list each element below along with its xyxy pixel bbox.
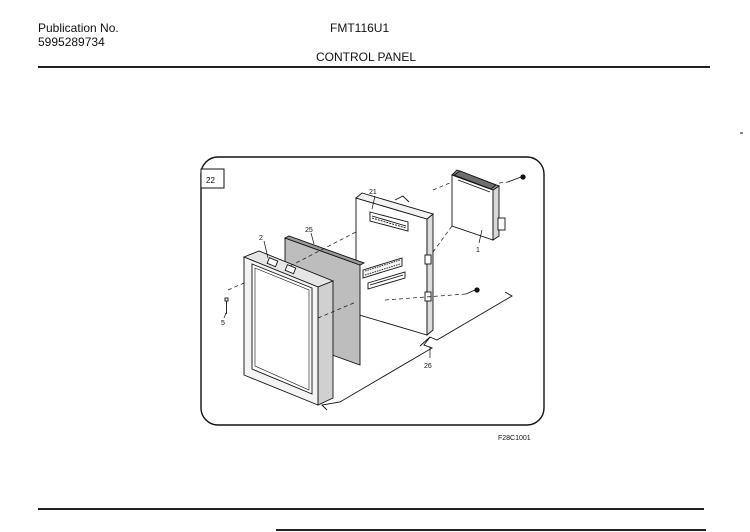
display-module — [451, 169, 506, 241]
assembly-guide-lines — [227, 181, 509, 319]
diagram-frame — [200, 156, 545, 426]
front-panel-frame — [242, 250, 335, 406]
callout-5: 5 — [221, 320, 225, 327]
model-number: FMT116U1 — [330, 21, 390, 35]
top-divider — [38, 66, 710, 68]
publication-number: 5995289734 — [38, 35, 105, 49]
screws — [224, 174, 526, 314]
callout-21: 21 — [369, 189, 377, 196]
bottom-divider — [38, 508, 704, 510]
figure-code: F28C1001 — [498, 435, 531, 442]
callout-leaders — [223, 195, 483, 358]
publication-label: Publication No. — [38, 21, 119, 35]
section-title: CONTROL PANEL — [316, 50, 417, 64]
wire-harness — [321, 291, 513, 411]
control-board — [355, 192, 434, 336]
callout-25: 25 — [305, 227, 313, 234]
callout-1: 1 — [476, 247, 480, 254]
callout-2: 2 — [259, 235, 263, 242]
callout-26: 26 — [424, 363, 432, 370]
box-number-tag — [200, 168, 225, 189]
footer-divider — [276, 529, 706, 531]
box-number: 22 — [206, 176, 215, 185]
